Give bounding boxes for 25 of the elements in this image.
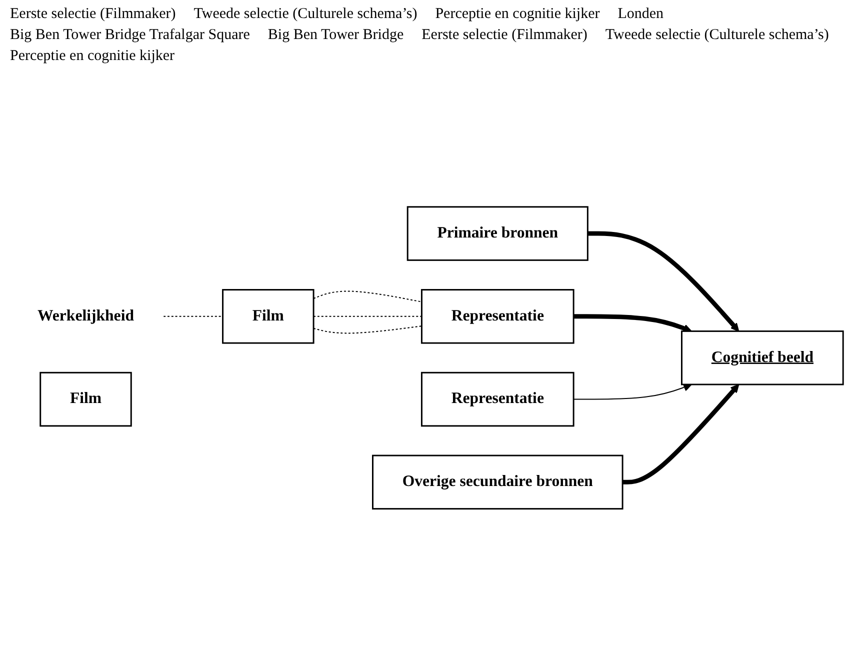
annotation-text: Perceptie en cognitie kijker <box>435 6 600 23</box>
connector <box>313 290 422 302</box>
annotation-text: Londen <box>618 6 664 23</box>
arrow <box>574 314 692 333</box>
annotation-text: Big Ben Tower Bridge Trafalgar Square <box>10 27 250 44</box>
annotation-text: Eerste selectie (Filmmaker) <box>10 6 176 23</box>
connector <box>313 326 422 334</box>
annotation-text: Perceptie en cognitie kijker <box>10 48 175 65</box>
node-box: Representatie <box>420 289 574 344</box>
annotation-text: Tweede selectie (Culturele schema’s) <box>194 6 418 23</box>
node-box: Cognitief beeld <box>681 330 844 386</box>
node-box: Overige secundaire bronnen <box>372 454 624 510</box>
connector <box>313 316 422 318</box>
arrow <box>588 231 740 332</box>
node-box: Film <box>40 372 132 427</box>
node-box: Film <box>222 289 314 344</box>
node-box: Primaire bronnen <box>406 206 588 262</box>
annotation-text: Tweede selectie (Culturele schema’s) <box>605 27 829 44</box>
annotation-text: Big Ben Tower Bridge <box>268 27 404 44</box>
arrow <box>622 384 740 485</box>
node-box: Representatie <box>420 372 574 427</box>
node-text: Werkelijkheid <box>38 308 134 324</box>
connector <box>163 316 224 318</box>
arrow <box>573 383 692 400</box>
annotation-text: Eerste selectie (Filmmaker) <box>422 27 588 44</box>
